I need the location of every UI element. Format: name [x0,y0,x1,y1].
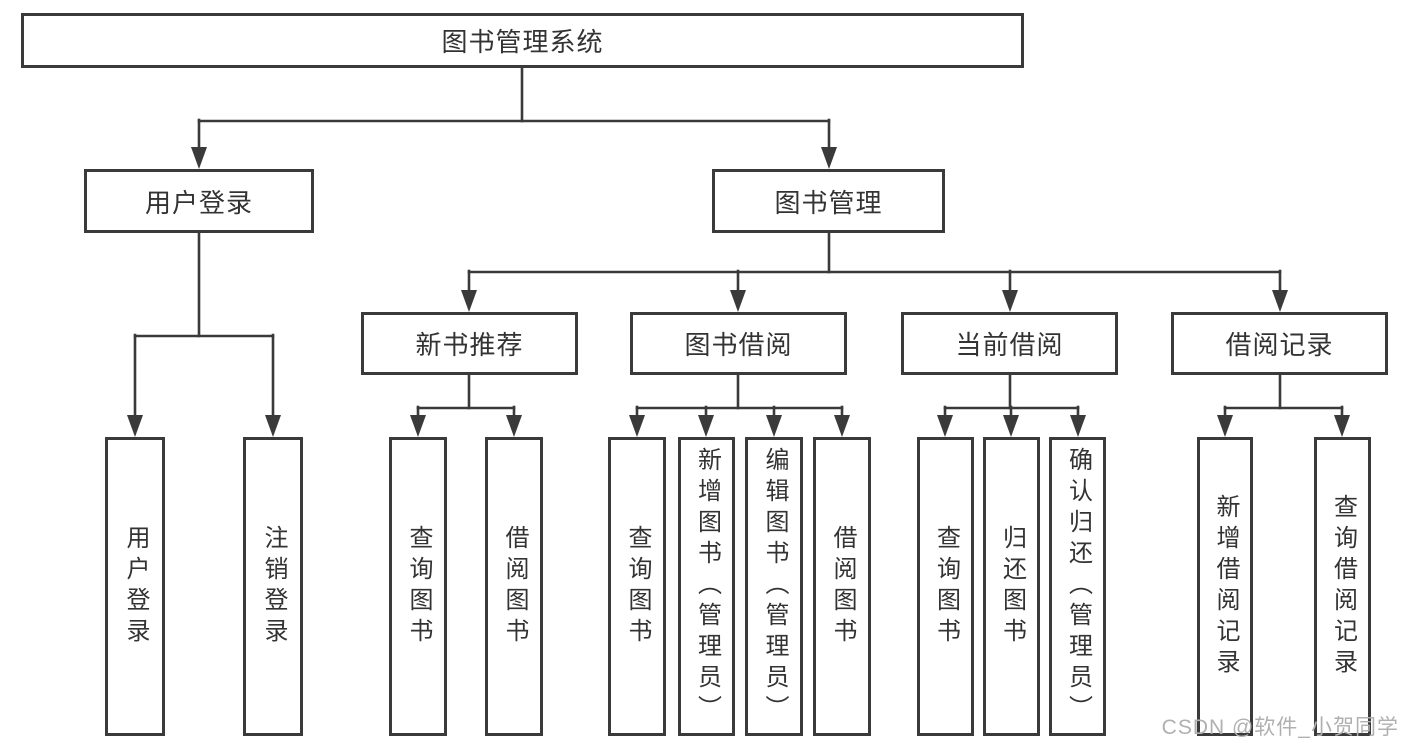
node-borrow-records: 借阅记录 [1171,312,1388,375]
leaf-records-add-record: 新增借阅记录 [1197,437,1253,736]
leaf-current-query-books: 查询图书 [917,437,974,736]
node-label: 图书管理系统 [441,27,604,57]
leaf-label: 归还图书 [998,524,1026,649]
node-book-borrow: 图书借阅 [630,312,847,375]
node-label: 用户登录 [144,187,253,218]
leaf-borrow-query-books: 查询图书 [608,437,666,736]
node-label: 新书推荐 [415,330,524,360]
leaf-current-confirm-return-admin: 确认归还（管理员） [1049,437,1106,736]
node-book-management: 图书管理 [712,169,945,233]
leaf-borrow-add-books-admin: 新增图书（管理员） [678,437,735,736]
leaf-recommend-borrow-books: 借阅图书 [485,437,543,736]
node-label: 图书管理 [774,187,883,218]
node-user-login: 用户登录 [84,169,314,233]
leaf-label: 查询借阅记录 [1329,493,1357,680]
leaf-label: 查询图书 [932,524,960,649]
leaf-label: 查询图书 [405,524,432,649]
leaf-records-query-record: 查询借阅记录 [1314,437,1371,736]
leaf-borrow-edit-books-admin: 编辑图书（管理员） [745,437,803,736]
leaf-borrow-borrow-books: 借阅图书 [813,437,871,736]
leaf-user-login: 用户登录 [105,437,165,736]
leaf-logout: 注销登录 [243,437,303,736]
csdn-watermark: CSDN @软件_小贺同学 [1161,716,1399,739]
node-current-borrow: 当前借阅 [901,312,1118,375]
leaf-label: 编辑图书（管理员） [761,447,788,726]
node-label: 当前借阅 [955,330,1064,360]
leaf-current-return-books: 归还图书 [983,437,1040,736]
leaf-label: 查询图书 [624,524,651,649]
node-label: 借阅记录 [1225,330,1334,360]
leaf-label: 借阅图书 [501,524,528,649]
leaf-label: 确认归还（管理员） [1064,447,1092,726]
node-label: 图书借阅 [684,330,793,360]
node-new-book-recommend: 新书推荐 [361,312,578,375]
leaf-label: 新增图书（管理员） [693,447,721,726]
leaf-label: 新增借阅记录 [1212,493,1239,680]
leaf-label: 借阅图书 [829,524,856,649]
leaf-label: 用户登录 [122,524,149,649]
leaf-recommend-query-books: 查询图书 [389,437,447,736]
leaf-label: 注销登录 [260,524,287,649]
node-library-management-system: 图书管理系统 [21,13,1024,68]
